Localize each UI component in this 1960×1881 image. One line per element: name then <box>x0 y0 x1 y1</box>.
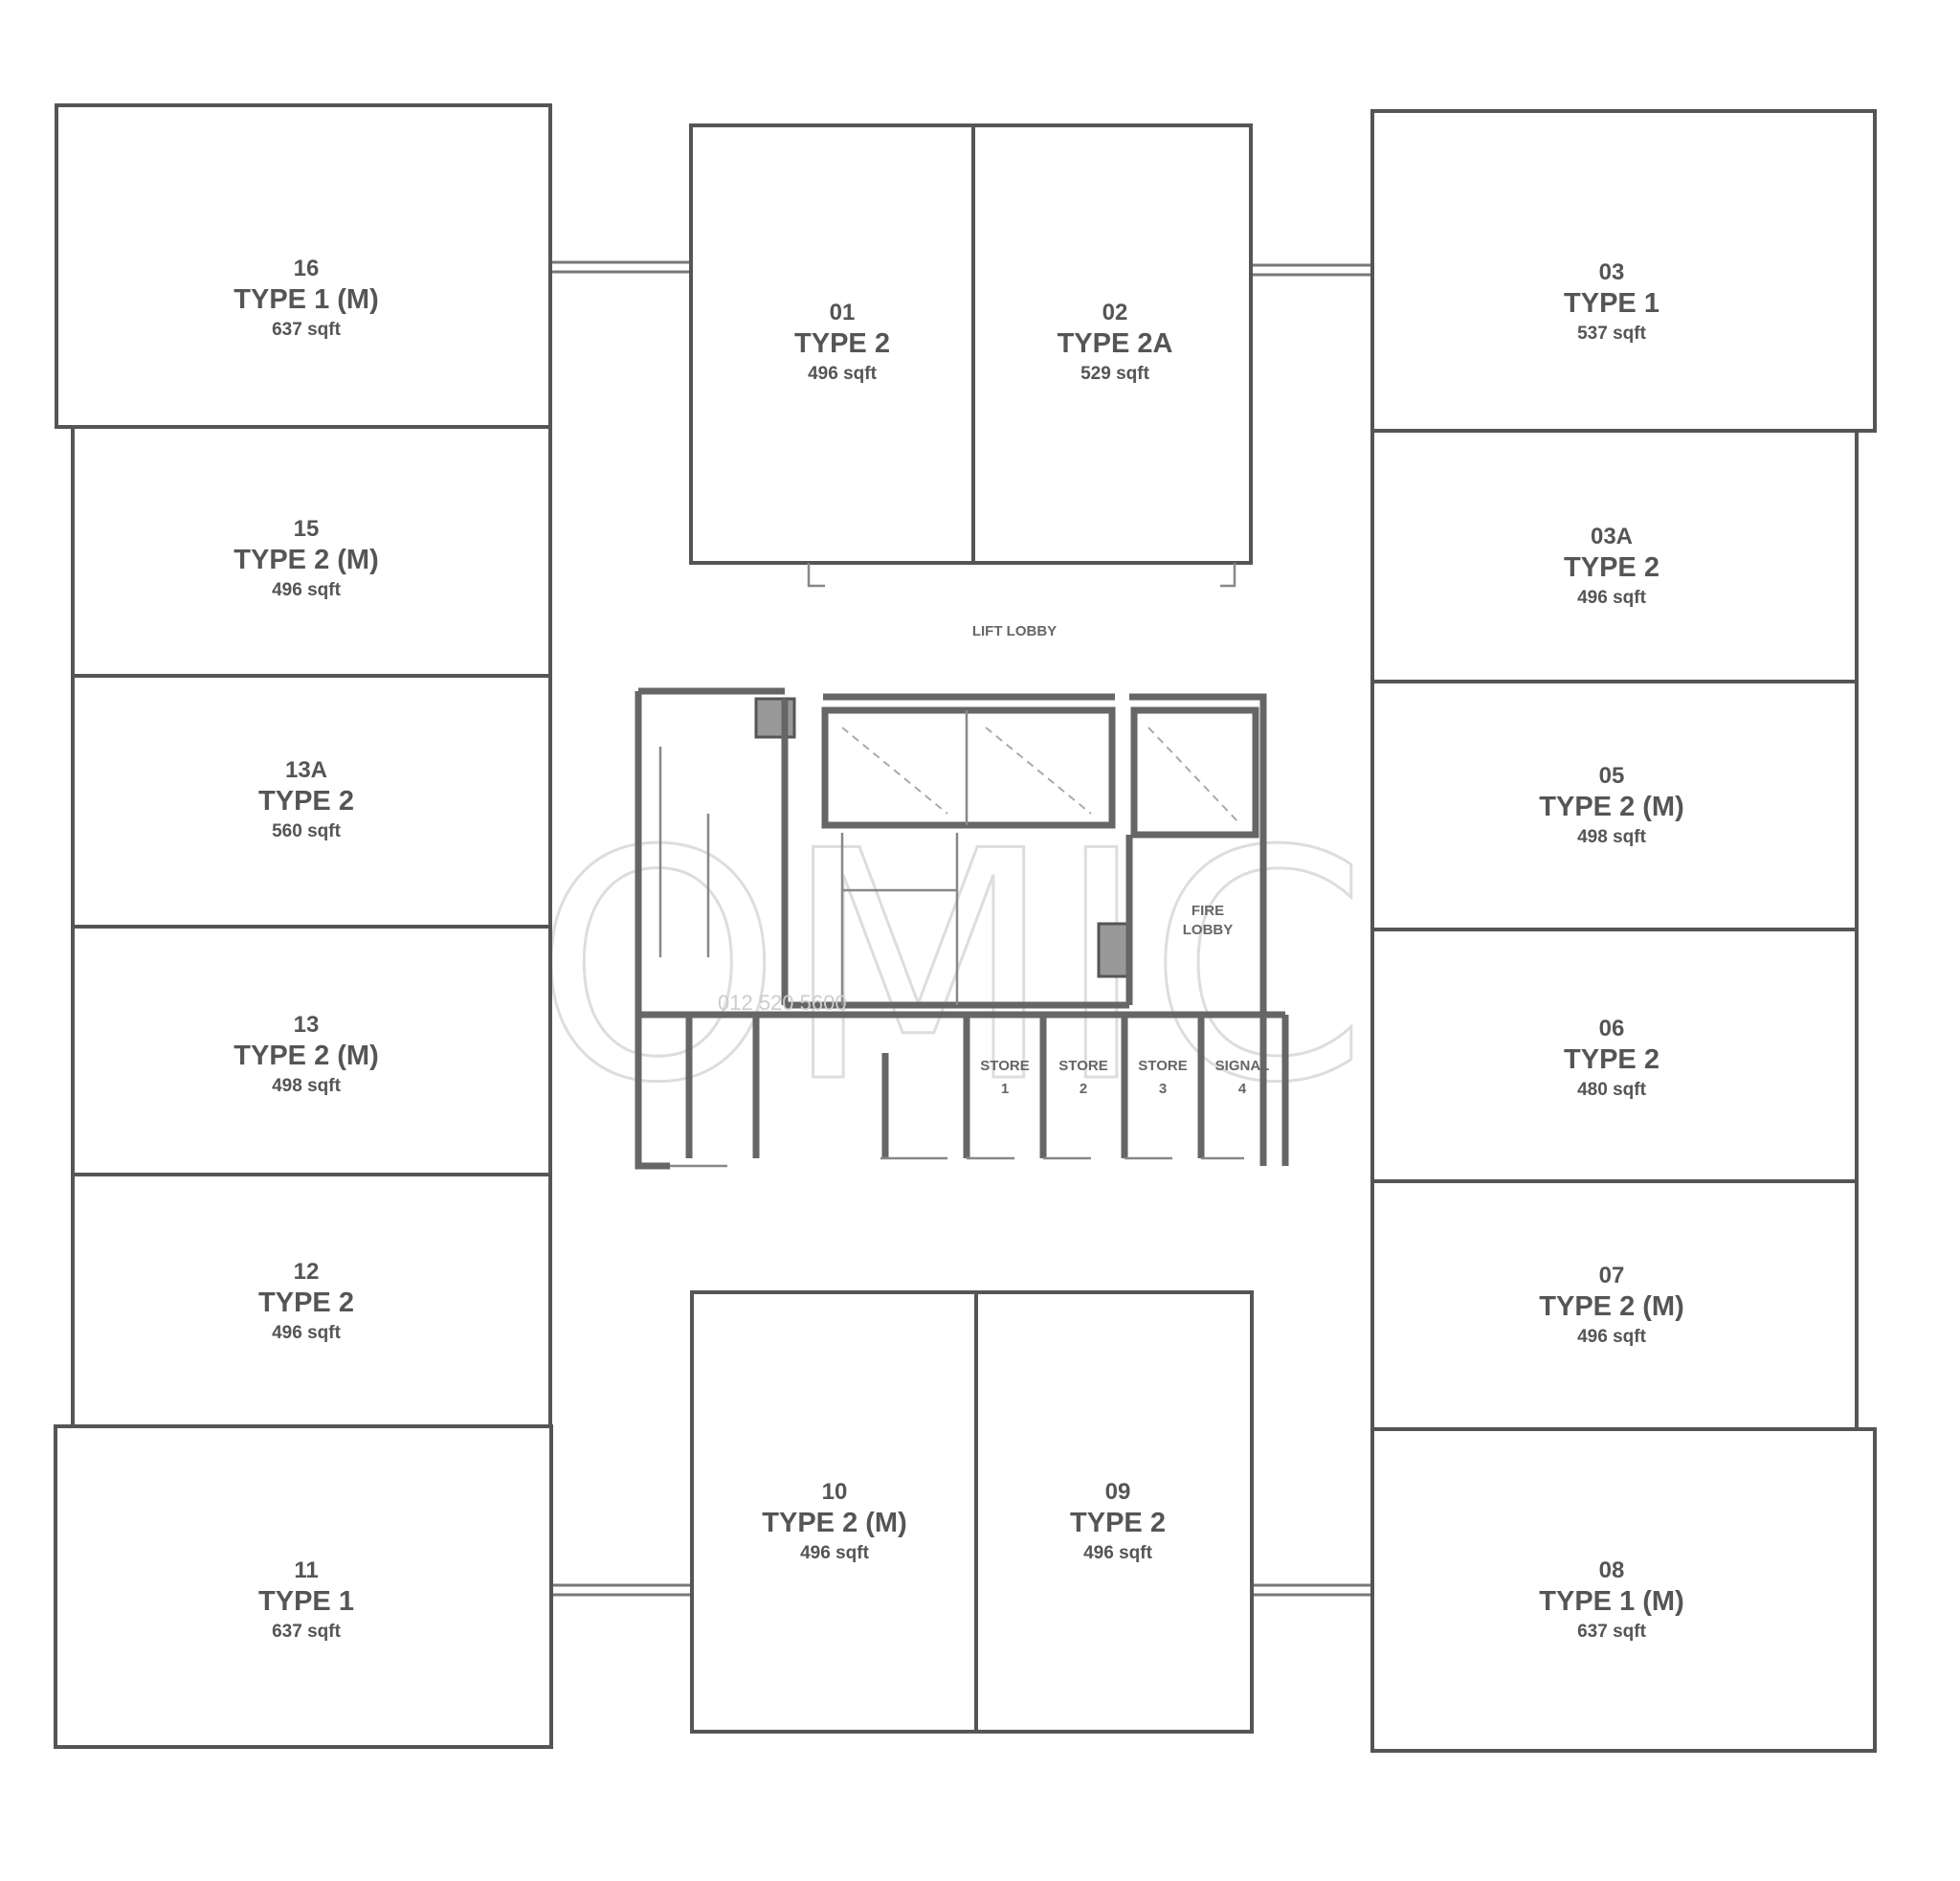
store-3-label: STORE <box>1138 1058 1187 1074</box>
unit-type: TYPE 2 <box>1564 552 1659 583</box>
store-2-label: STORE <box>1058 1058 1107 1074</box>
unit-06[interactable]: 06 TYPE 2 480 sqft <box>1370 928 1859 1183</box>
unit-area: 529 sqft <box>1080 364 1149 384</box>
unit-08[interactable]: 08 TYPE 1 (M) 637 sqft <box>1370 1427 1877 1753</box>
unit-12[interactable]: 12 TYPE 2 496 sqft <box>71 1173 552 1428</box>
unit-area: 637 sqft <box>272 1622 341 1642</box>
unit-number: 10 <box>822 1479 848 1505</box>
unit-area: 496 sqft <box>1577 1327 1646 1347</box>
unit-number: 01 <box>830 300 856 325</box>
unit-03[interactable]: 03 TYPE 1 537 sqft <box>1370 109 1877 433</box>
unit-number: 13 <box>294 1012 320 1038</box>
unit-area: 496 sqft <box>800 1543 869 1563</box>
unit-type: TYPE 2 (M) <box>234 1041 378 1071</box>
unit-number: 15 <box>294 516 320 542</box>
store-1-number: 1 <box>1001 1081 1009 1097</box>
unit-number: 08 <box>1599 1557 1625 1583</box>
unit-13a[interactable]: 13A TYPE 2 560 sqft <box>71 674 552 929</box>
fire-lobby-label: FIRE <box>1192 903 1224 919</box>
unit-type: TYPE 2 (M) <box>1539 792 1683 822</box>
unit-number: 03 <box>1599 259 1625 285</box>
unit-area: 480 sqft <box>1577 1080 1646 1100</box>
unit-area: 537 sqft <box>1577 324 1646 344</box>
unit-number: 02 <box>1102 300 1128 325</box>
unit-03a[interactable]: 03A TYPE 2 496 sqft <box>1370 429 1859 683</box>
unit-11[interactable]: 11 TYPE 1 637 sqft <box>54 1424 553 1749</box>
unit-area: 560 sqft <box>272 821 341 841</box>
unit-area: 637 sqft <box>1577 1622 1646 1642</box>
unit-02[interactable]: 02 TYPE 2A 529 sqft <box>971 123 1253 565</box>
unit-area: 496 sqft <box>1577 588 1646 608</box>
unit-area: 498 sqft <box>1577 827 1646 847</box>
unit-type: TYPE 2A <box>1058 328 1173 359</box>
unit-16[interactable]: 16 TYPE 1 (M) 637 sqft <box>55 103 552 429</box>
building-core: LIFT LOBBY FIRE LOBBY STORE 1 STORE 2 ST… <box>635 563 1289 1170</box>
unit-number: 13A <box>285 757 327 783</box>
lift-lobby-label: LIFT LOBBY <box>972 623 1057 639</box>
store-2-number: 2 <box>1080 1081 1087 1097</box>
unit-type: TYPE 2 <box>794 328 890 359</box>
unit-number: 11 <box>294 1557 318 1583</box>
watermark-phone: 012 520 5600 <box>718 991 847 1015</box>
unit-number: 09 <box>1105 1479 1131 1505</box>
unit-area: 498 sqft <box>272 1076 341 1096</box>
fire-lobby-label: LOBBY <box>1183 922 1234 938</box>
unit-type: TYPE 2 <box>258 1288 354 1318</box>
unit-area: 496 sqft <box>272 1323 341 1343</box>
unit-type: TYPE 1 (M) <box>234 284 378 315</box>
unit-number: 06 <box>1599 1016 1625 1041</box>
unit-type: TYPE 1 <box>258 1586 354 1617</box>
unit-type: TYPE 2 (M) <box>762 1508 906 1538</box>
store-1-label: STORE <box>980 1058 1029 1074</box>
unit-type: TYPE 1 <box>1564 288 1659 319</box>
unit-type: TYPE 2 <box>1070 1508 1166 1538</box>
unit-area: 637 sqft <box>272 320 341 340</box>
unit-number: 07 <box>1599 1263 1625 1288</box>
unit-type: TYPE 2 <box>258 786 354 817</box>
unit-type: TYPE 2 <box>1564 1044 1659 1075</box>
unit-09[interactable]: 09 TYPE 2 496 sqft <box>974 1290 1254 1734</box>
unit-type: TYPE 1 (M) <box>1539 1586 1683 1617</box>
unit-07[interactable]: 07 TYPE 2 (M) 496 sqft <box>1370 1179 1859 1431</box>
unit-number: 12 <box>294 1259 320 1285</box>
signal-room-label: SIGNAL <box>1215 1058 1270 1074</box>
unit-10[interactable]: 10 TYPE 2 (M) 496 sqft <box>690 1290 978 1734</box>
unit-number: 16 <box>294 256 320 281</box>
signal-room-number: 4 <box>1238 1081 1247 1097</box>
unit-area: 496 sqft <box>272 580 341 600</box>
store-3-number: 3 <box>1159 1081 1167 1097</box>
unit-15[interactable]: 15 TYPE 2 (M) 496 sqft <box>71 425 552 678</box>
unit-13[interactable]: 13 TYPE 2 (M) 498 sqft <box>71 925 552 1176</box>
unit-number: 03A <box>1591 524 1633 549</box>
unit-area: 496 sqft <box>808 364 877 384</box>
unit-area: 496 sqft <box>1083 1543 1152 1563</box>
unit-number: 05 <box>1599 763 1625 789</box>
unit-01[interactable]: 01 TYPE 2 496 sqft <box>689 123 975 565</box>
unit-05[interactable]: 05 TYPE 2 (M) 498 sqft <box>1370 680 1859 931</box>
unit-type: TYPE 2 (M) <box>234 545 378 575</box>
unit-type: TYPE 2 (M) <box>1539 1291 1683 1322</box>
